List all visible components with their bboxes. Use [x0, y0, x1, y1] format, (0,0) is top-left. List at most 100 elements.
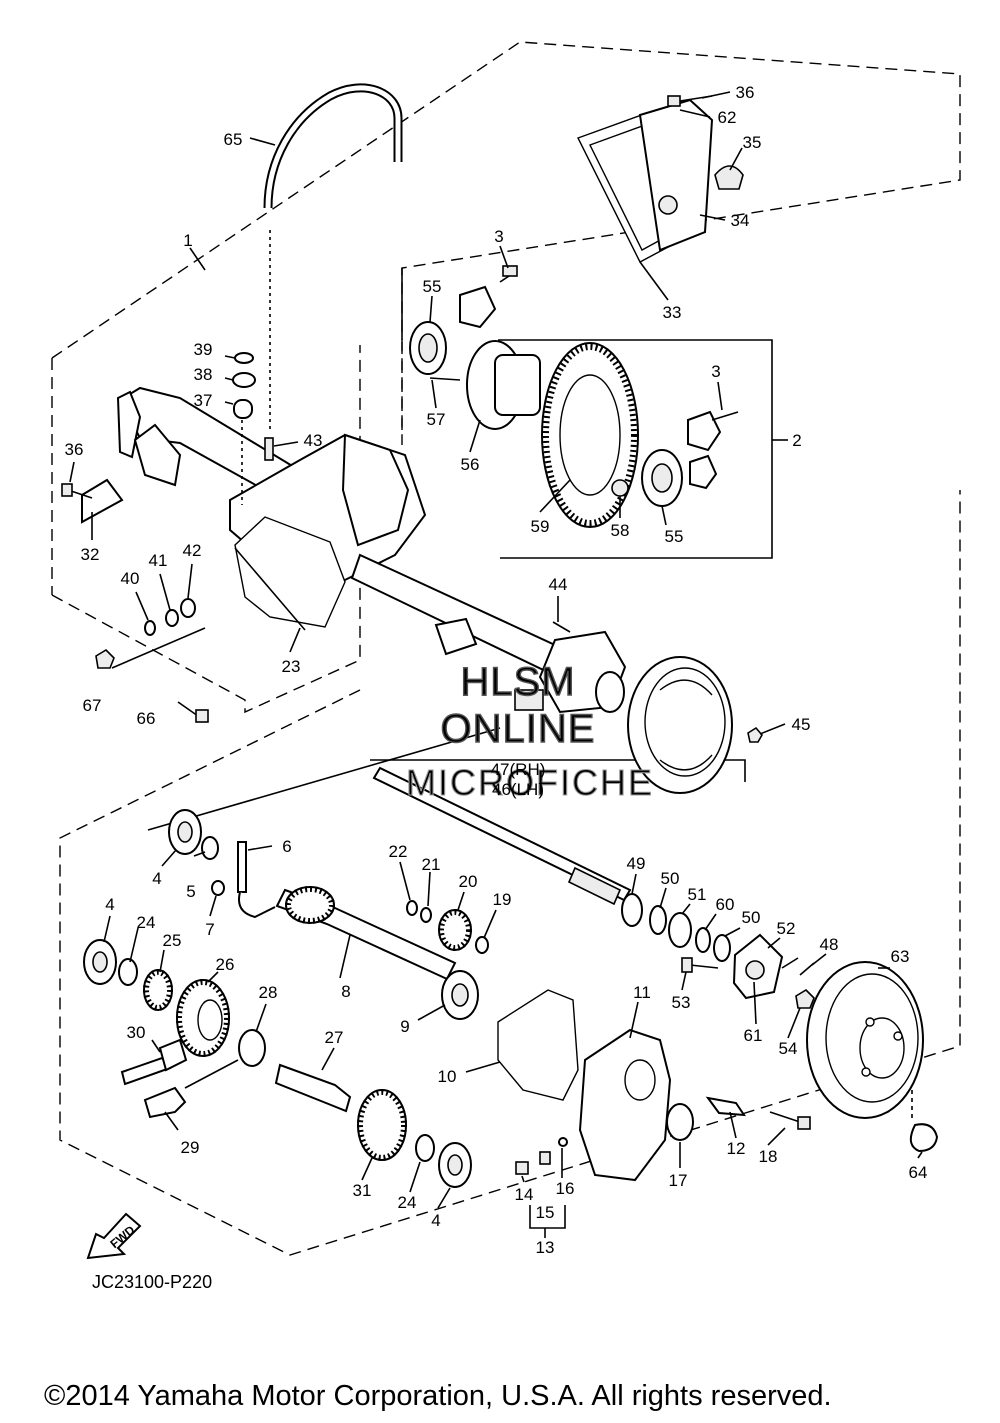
callout-40: 40: [121, 569, 140, 588]
bolt-head: [667, 95, 681, 107]
callout-7: 7: [205, 920, 214, 939]
breather-hose: [263, 83, 403, 209]
callout-4-top: 4: [152, 869, 161, 888]
bolt-18: [797, 1116, 811, 1130]
clutch-dog-28: [238, 1029, 266, 1067]
watermark-line1: HLSM: [460, 660, 575, 704]
callout-62: 62: [718, 108, 737, 127]
callout-20: 20: [459, 872, 478, 891]
housing-gasket: [234, 516, 346, 628]
callout-43: 43: [304, 431, 323, 450]
seal-41: [165, 609, 179, 627]
callout-24-bottom: 24: [398, 1193, 417, 1212]
spacer-58: [611, 479, 629, 497]
watermark-line3: MICROFICHE: [406, 762, 654, 803]
case-cover-11: [578, 1028, 672, 1182]
callout-52: 52: [777, 919, 796, 938]
fwd-arrow: FWD: [86, 1212, 142, 1260]
transmission-group: [83, 809, 489, 1188]
callout-3-upper: 3: [494, 227, 503, 246]
collar-37: [233, 399, 253, 419]
callout-53: 53: [672, 993, 691, 1012]
seal-17: [666, 1103, 694, 1141]
o-ring-40: [144, 620, 156, 636]
bearing-cap-upper: [459, 285, 497, 329]
nut-67: [95, 648, 115, 669]
leader-lines: [69, 91, 923, 1209]
callout-22: 22: [389, 842, 408, 861]
callout-42: 42: [183, 541, 202, 560]
callout-8: 8: [341, 982, 350, 1001]
callout-29: 29: [181, 1138, 200, 1157]
bolt-53: [681, 957, 693, 973]
callout-49: 49: [627, 854, 646, 873]
axle-housing: [61, 352, 627, 723]
watermark-line2: ONLINE: [441, 707, 596, 751]
seal-49: [621, 893, 643, 927]
washer-24b: [415, 1134, 435, 1162]
washer-39: [234, 352, 254, 364]
washer-21: [420, 907, 432, 923]
callout-57: 57: [427, 410, 446, 429]
bushing-42: [180, 598, 196, 618]
callout-30: 30: [127, 1023, 146, 1042]
callout-12: 12: [727, 1139, 746, 1158]
callout-19: 19: [493, 890, 512, 909]
callout-50-b: 50: [742, 908, 761, 927]
fwd-arrow-icon: [86, 1212, 142, 1260]
drum-cap-64: [909, 1123, 939, 1153]
callout-33: 33: [663, 303, 682, 322]
callout-37: 37: [194, 391, 213, 410]
callout-14: 14: [515, 1185, 534, 1204]
callout-55-lower: 55: [665, 527, 684, 546]
callout-16: 16: [556, 1179, 575, 1198]
bearing-51: [668, 912, 692, 948]
cotter-pin-48: [799, 962, 815, 976]
callout-21: 21: [422, 855, 441, 874]
callout-5: 5: [186, 882, 195, 901]
callout-2: 2: [792, 431, 801, 450]
callout-39: 39: [194, 340, 213, 359]
callout-23: 23: [282, 657, 301, 676]
axle-shaft: [372, 766, 643, 927]
diagram-code: JC23100-P220: [92, 1272, 212, 1292]
differential-assembly: [409, 265, 739, 528]
washer-19: [475, 936, 489, 954]
bearing-cap-lower: [687, 410, 722, 452]
callout-25: 25: [163, 931, 182, 950]
callout-56: 56: [461, 455, 480, 474]
callout-60: 60: [716, 895, 735, 914]
callout-labels: 65 1 36 62 35 34 33 3 55 57 56 59 58 55 …: [65, 83, 928, 1257]
shift-rod-6: [237, 841, 247, 893]
callout-3-lower: 3: [711, 362, 720, 381]
callout-66: 66: [137, 709, 156, 728]
callout-11: 11: [633, 983, 651, 1002]
seal-60: [695, 927, 711, 953]
callout-24-top: 24: [137, 913, 156, 932]
callout-58: 58: [611, 521, 630, 540]
brake-assembly: [627, 656, 763, 794]
hub-drum-group: [649, 905, 939, 1153]
callout-67: 67: [83, 696, 102, 715]
transmission-case: [497, 989, 811, 1182]
ball-16: [558, 1137, 568, 1147]
callout-45: 45: [792, 715, 811, 734]
callout-27: 27: [325, 1028, 344, 1047]
cover-drain-plug: [658, 195, 678, 215]
plug-14: [515, 1161, 529, 1175]
callout-18: 18: [759, 1147, 778, 1166]
callout-36-top: 36: [736, 83, 755, 102]
callout-35: 35: [743, 133, 762, 152]
bracket-32: [81, 478, 124, 524]
callout-1: 1: [183, 231, 192, 250]
copyright-notice: ©2014 Yamaha Motor Corporation, U.S.A. A…: [44, 1380, 832, 1412]
callout-54: 54: [779, 1039, 798, 1058]
breather-cap: [714, 165, 744, 190]
circlip-50b: [713, 934, 731, 962]
washer-38: [232, 372, 256, 388]
circlip-7: [211, 880, 225, 896]
callout-34: 34: [731, 211, 750, 230]
callout-48: 48: [820, 935, 839, 954]
callout-61: 61: [744, 1026, 763, 1045]
